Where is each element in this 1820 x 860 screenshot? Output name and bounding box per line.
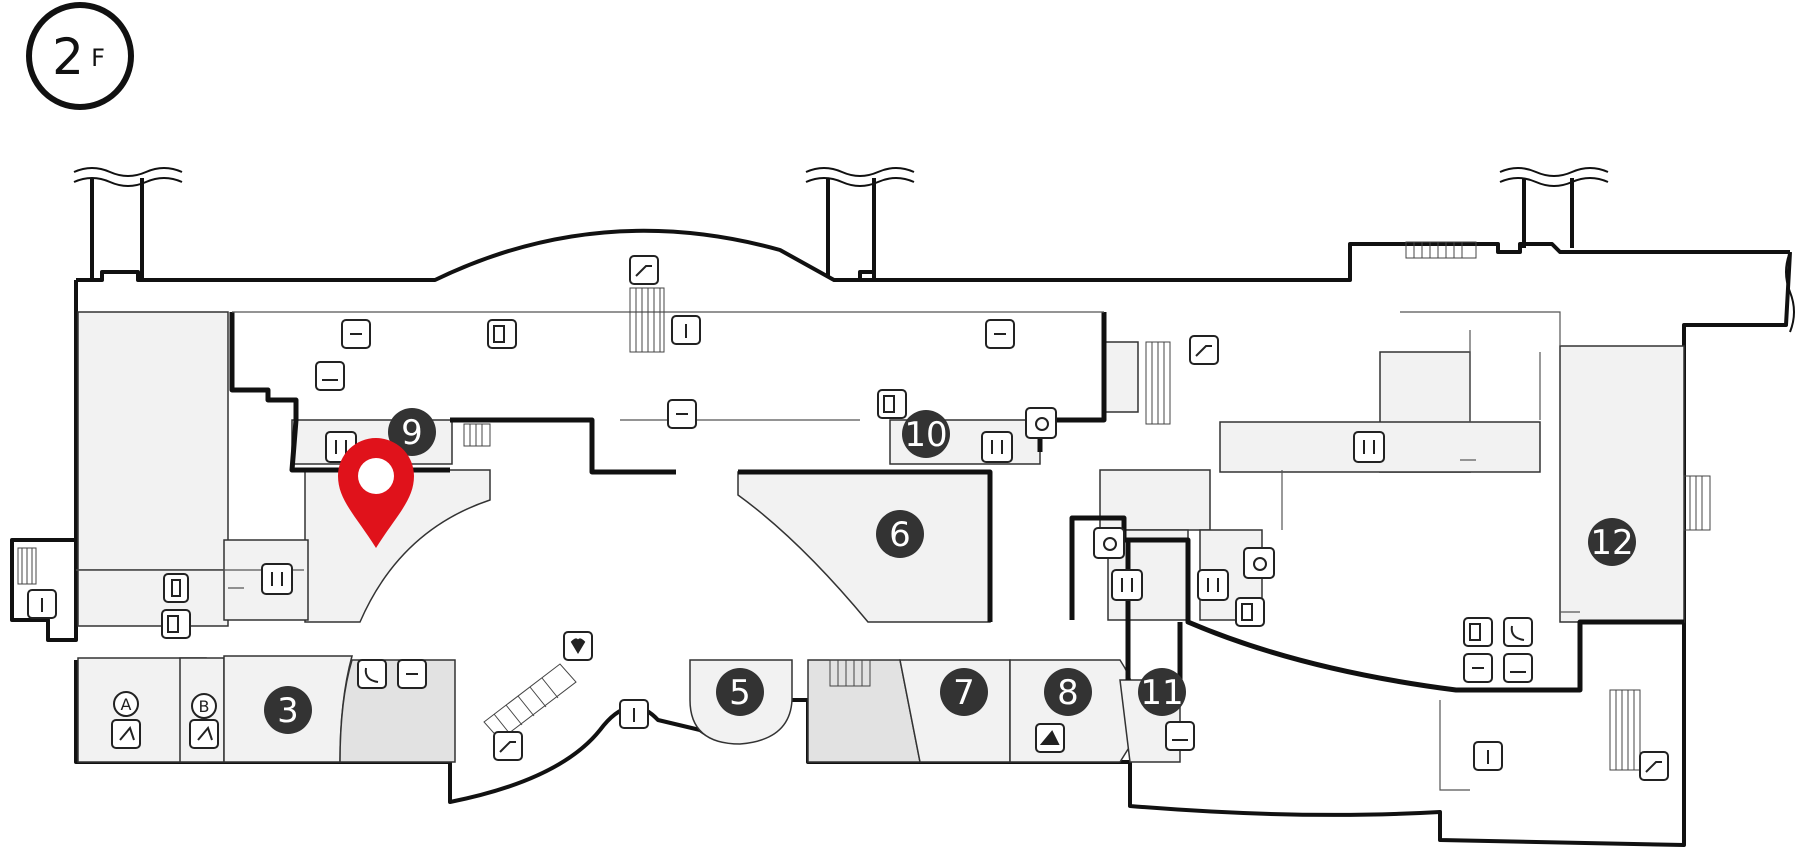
massage-chair-icon[interactable] [189,719,219,749]
elevator-icon[interactable] [1473,741,1503,771]
massage-chair-icon[interactable] [111,719,141,749]
shop-marker-circle [940,668,988,716]
room-west-lower [77,569,229,627]
vending-machine-icon[interactable] [1463,617,1493,647]
zone-label-b-text: B [199,697,210,716]
shop-marker-circle [1588,518,1636,566]
escalator-icon[interactable] [1639,751,1669,781]
shop-marker-number: 10 [904,415,947,455]
shop-marker-number: 8 [1057,673,1079,713]
accessible-restroom-icon[interactable] [1093,527,1125,559]
facility-icons [27,255,1669,781]
charging-icon[interactable] [341,319,371,349]
vending-machine-icon[interactable] [487,319,517,349]
telephone-icon[interactable] [1503,617,1533,647]
floor-suffix: F [91,44,105,72]
rooms [77,311,1685,763]
room-west-large [77,311,229,571]
escalator-icon[interactable] [493,731,523,761]
shop-marker-6[interactable]: 6 [876,510,924,558]
zone-label-a[interactable]: A [113,691,139,717]
shop-marker-11[interactable]: 11 [1138,668,1186,716]
floor-badge: 2 F [26,2,134,110]
charging-icon[interactable] [667,399,697,429]
restroom-icon[interactable] [1197,569,1229,601]
room-12 [1559,345,1685,623]
room-east-escalator [1103,341,1139,413]
shop-marker-7[interactable]: 7 [940,668,988,716]
smoking-area-icon[interactable] [315,361,345,391]
shop-marker-10[interactable]: 10 [902,410,950,458]
shop-marker-9[interactable]: 9 [388,408,436,456]
room-east-small [1099,469,1211,531]
vending-machine-icon[interactable] [877,389,907,419]
charging-icon[interactable] [985,319,1015,349]
nursing-room-icon[interactable] [1035,723,1065,753]
shop-marker-circle [264,686,312,734]
shop-marker-circle [388,408,436,456]
shop-marker-number: 6 [889,515,911,555]
accessible-restroom-icon[interactable] [1025,407,1057,439]
elevator-icon[interactable] [671,315,701,345]
telephone-icon[interactable] [357,659,387,689]
elevator-icon[interactable] [619,699,649,729]
shop-marker-circle [902,410,950,458]
aed-icon[interactable] [563,631,593,661]
restroom-icon[interactable] [981,431,1013,463]
escalator-icon[interactable] [1189,335,1219,365]
accessible-restroom-icon[interactable] [1243,547,1275,579]
restroom-icon[interactable] [1353,431,1385,463]
inner-walls [229,312,1684,693]
shop-marker-12[interactable]: 12 [1588,518,1636,566]
shop-marker-3[interactable]: 3 [264,686,312,734]
room-6 [737,471,991,623]
shop-marker-number: 12 [1590,523,1633,563]
shop-marker-number: 7 [953,673,975,713]
vending-machine-icon[interactable] [161,609,191,639]
zone-labels: A B [113,691,217,719]
current-location-pin[interactable] [338,438,414,548]
floor-number: 2 [52,28,84,86]
coin-locker-icon[interactable] [163,573,189,603]
charging-icon[interactable] [1463,653,1493,683]
shop-marker-circle [716,668,764,716]
smoking-area-icon[interactable] [1165,721,1195,751]
smoking-area-icon[interactable] [1503,653,1533,683]
shop-marker-circle [876,510,924,558]
zone-label-a-text: A [121,695,132,714]
restroom-icon[interactable] [1111,569,1143,601]
escalator-icon[interactable] [629,255,659,285]
vending-machine-icon[interactable] [1235,597,1265,627]
shop-marker-number: 5 [729,673,751,713]
shop-marker-5[interactable]: 5 [716,668,764,716]
restroom-icon[interactable] [261,563,293,595]
shop-marker-number: 3 [277,691,299,731]
shop-marker-number: 9 [401,413,423,453]
shop-marker-circle [1044,668,1092,716]
shop-marker-8[interactable]: 8 [1044,668,1092,716]
charging-icon[interactable] [397,659,427,689]
shop-markers: 3 5 6 7 8 9 10 11 12 [264,408,1636,734]
shop-marker-number: 11 [1140,673,1183,713]
stair-hatching [17,241,1711,771]
shop-marker-circle [1138,668,1186,716]
zone-label-b[interactable]: B [191,693,217,719]
elevator-icon[interactable] [27,589,57,619]
cut-lines [73,167,1795,333]
